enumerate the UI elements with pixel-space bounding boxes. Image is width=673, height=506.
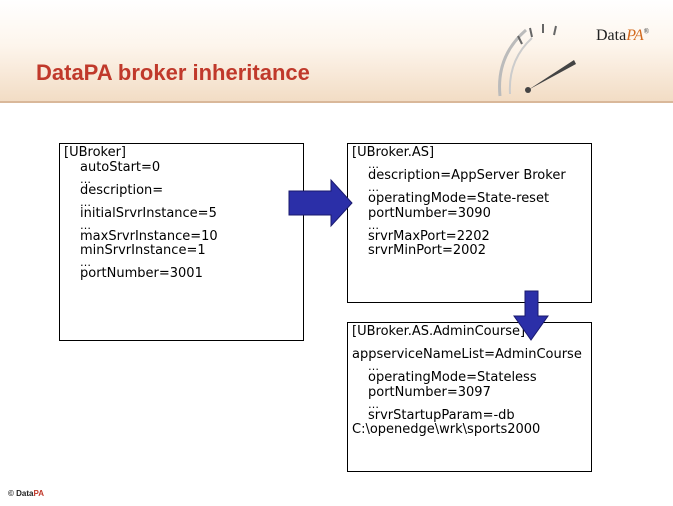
logo-registered-mark: ® bbox=[643, 27, 650, 36]
config-line: initialSrvrInstance=5 bbox=[80, 205, 217, 221]
config-line: appserviceNameList=AdminCourse bbox=[352, 346, 582, 362]
ellipsis-line: … bbox=[368, 180, 379, 194]
config-line: operatingMode=State-reset bbox=[368, 190, 550, 206]
config-line: operatingMode=Stateless bbox=[368, 369, 537, 385]
config-line: srvrMinPort=2002 bbox=[368, 243, 486, 259]
ellipsis-line: … bbox=[80, 195, 91, 209]
box-header: [UBroker.AS] bbox=[352, 145, 435, 160]
config-line: minSrvrInstance=1 bbox=[80, 243, 206, 259]
ellipsis-line: … bbox=[368, 397, 379, 411]
slide-title: DataPA broker inheritance bbox=[36, 60, 310, 85]
ellipsis-line: … bbox=[80, 172, 91, 186]
config-line: portNumber=3090 bbox=[368, 205, 491, 221]
footer-copyright: © Data bbox=[8, 489, 34, 498]
config-line: portNumber=3097 bbox=[368, 384, 491, 400]
ubroker-as-config-box: [UBroker.AS] … description=AppServer Bro… bbox=[347, 143, 592, 303]
box-header: [UBroker] bbox=[64, 145, 126, 160]
slide-header bbox=[0, 0, 673, 102]
config-line: srvrMaxPort=2202 bbox=[368, 228, 490, 244]
ubroker-admincourse-config-box: [UBroker.AS.AdminCourse] appserviceNameL… bbox=[347, 322, 592, 472]
ellipsis-line: … bbox=[368, 218, 379, 232]
config-line: description= bbox=[80, 182, 164, 198]
ellipsis-line: … bbox=[368, 359, 379, 373]
config-line: portNumber=3001 bbox=[80, 266, 203, 282]
logo-text-accent: PA bbox=[626, 27, 644, 44]
box-header: [UBroker.AS.AdminCourse] bbox=[352, 324, 526, 339]
datapa-logo: DataPA® bbox=[596, 27, 649, 45]
config-line: autoStart=0 bbox=[80, 159, 161, 175]
header-divider bbox=[0, 101, 673, 103]
ubroker-config-box: [UBroker] autoStart=0 … description= … i… bbox=[59, 143, 304, 341]
config-line: srvrStartupParam=-db bbox=[368, 407, 515, 423]
ellipsis-line: … bbox=[80, 218, 91, 232]
ellipsis-line: … bbox=[80, 256, 91, 270]
config-line: maxSrvrInstance=10 bbox=[80, 228, 218, 244]
copyright-footer: © DataPA bbox=[8, 489, 44, 498]
config-line: description=AppServer Broker bbox=[368, 167, 566, 183]
config-line: C:\openedge\wrk\sports2000 bbox=[352, 422, 541, 438]
speedometer-gauge-icon bbox=[498, 24, 576, 97]
logo-text-main: Data bbox=[596, 27, 627, 44]
ellipsis-line: … bbox=[368, 157, 379, 171]
footer-brand: PA bbox=[33, 489, 44, 498]
